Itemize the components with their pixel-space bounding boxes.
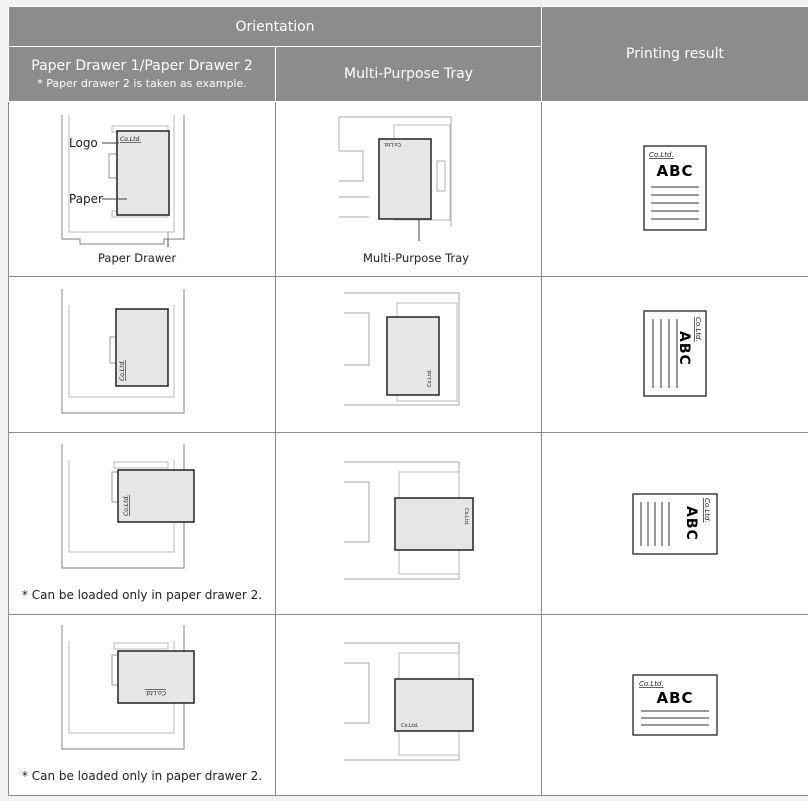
drawer-column-note: * Paper drawer 2 is taken as example. <box>37 77 247 90</box>
company-logo-mark: Co.Ltd. <box>649 151 674 159</box>
table-row: Co.Ltd. * Can be loaded only in paper dr… <box>8 614 808 796</box>
table-row: Co.Ltd. Co.Ltd. ABC Co.Ltd. <box>8 276 808 433</box>
company-logo-mark: Co.Ltd. <box>383 141 401 147</box>
company-logo-mark: Co.Ltd. <box>401 723 419 729</box>
drawer-only-note: * Can be loaded only in paper drawer 2. <box>21 588 263 602</box>
company-logo-mark: Co.Ltd. <box>694 317 702 342</box>
company-logo-mark: Co.Ltd. <box>639 680 664 688</box>
company-logo-mark: Co.Ltd. <box>120 136 141 143</box>
mp-tray-cell: Co.Ltd. <box>274 614 543 796</box>
result-landscape-illustration: ABC Co.Ltd. <box>632 492 718 555</box>
mp-tray-label: Multi-Purpose Tray <box>363 251 469 265</box>
table-row: Co.Ltd. Logo Paper Paper Drawer Co.Ltd. … <box>8 101 808 277</box>
abc-mark: ABC <box>656 162 693 180</box>
drawer-only-note: * Can be loaded only in paper drawer 2. <box>21 769 263 783</box>
mp-tray-cell: Co.Ltd. Multi-Purpose Tray <box>274 101 543 277</box>
drawer-column-title: Paper Drawer 1/Paper Drawer 2 <box>31 58 253 74</box>
mp-tray-illustration: Co.Ltd. <box>343 642 474 761</box>
paper-drawer-label: Paper Drawer <box>98 251 176 265</box>
result-cell: Co.Ltd. ABC <box>541 614 808 796</box>
mp-tray-cell: Co.Ltd. <box>274 432 543 615</box>
drawer-column-header: Paper Drawer 1/Paper Drawer 2 * Paper dr… <box>8 46 276 102</box>
company-logo-mark: Co.Ltd. <box>703 498 711 523</box>
result-cell: ABC Co.Ltd. <box>541 276 808 433</box>
drawer-illustration: Co.Ltd. <box>61 288 185 414</box>
drawer-cell: Co.Ltd. Logo Paper Paper Drawer <box>8 101 276 277</box>
mp-tray-illustration: Co.Ltd. <box>343 292 459 405</box>
mp-tray-illustration: Co.Ltd. <box>343 461 474 579</box>
mp-tray-column-header: Multi-Purpose Tray <box>274 46 543 102</box>
orientation-table: Orientation Printing result Paper Drawer… <box>7 6 808 796</box>
drawer-illustration: Co.Ltd. <box>61 443 195 569</box>
abc-mark: ABC <box>676 331 692 366</box>
abc-mark: ABC <box>683 506 699 541</box>
drawer-cell: Co.Ltd. * Can be loaded only in paper dr… <box>8 432 276 615</box>
result-portrait-illustration: Co.Ltd. ABC <box>643 145 707 231</box>
company-logo-mark: Co.Ltd. <box>463 508 469 526</box>
drawer-illustration: Co.Ltd. Logo Paper Paper Drawer <box>61 115 185 265</box>
paper-label: Paper <box>69 192 103 206</box>
company-logo-mark: Co.Ltd. <box>119 359 126 380</box>
result-cell: ABC Co.Ltd. <box>541 432 808 615</box>
table-row: Co.Ltd. * Can be loaded only in paper dr… <box>8 432 808 615</box>
printing-result-header: Printing result <box>541 6 808 102</box>
result-landscape-illustration: ABC Co.Ltd. <box>643 309 707 397</box>
result-portrait-illustration: Co.Ltd. ABC <box>632 674 718 736</box>
drawer-cell: Co.Ltd. <box>8 276 276 433</box>
company-logo-mark: Co.Ltd. <box>123 494 130 515</box>
drawer-cell: Co.Ltd. * Can be loaded only in paper dr… <box>8 614 276 796</box>
drawer-illustration: Co.Ltd. <box>61 625 195 750</box>
mp-tray-cell: Co.Ltd. <box>274 276 543 433</box>
company-logo-mark: Co.Ltd. <box>145 689 166 696</box>
abc-mark: ABC <box>656 689 693 707</box>
result-cell: Co.Ltd. ABC <box>541 101 808 277</box>
logo-label: Logo <box>69 136 98 150</box>
mp-tray-illustration: Co.Ltd. Multi-Purpose Tray <box>338 116 469 265</box>
company-logo-mark: Co.Ltd. <box>427 369 433 387</box>
orientation-header: Orientation <box>7 6 543 47</box>
